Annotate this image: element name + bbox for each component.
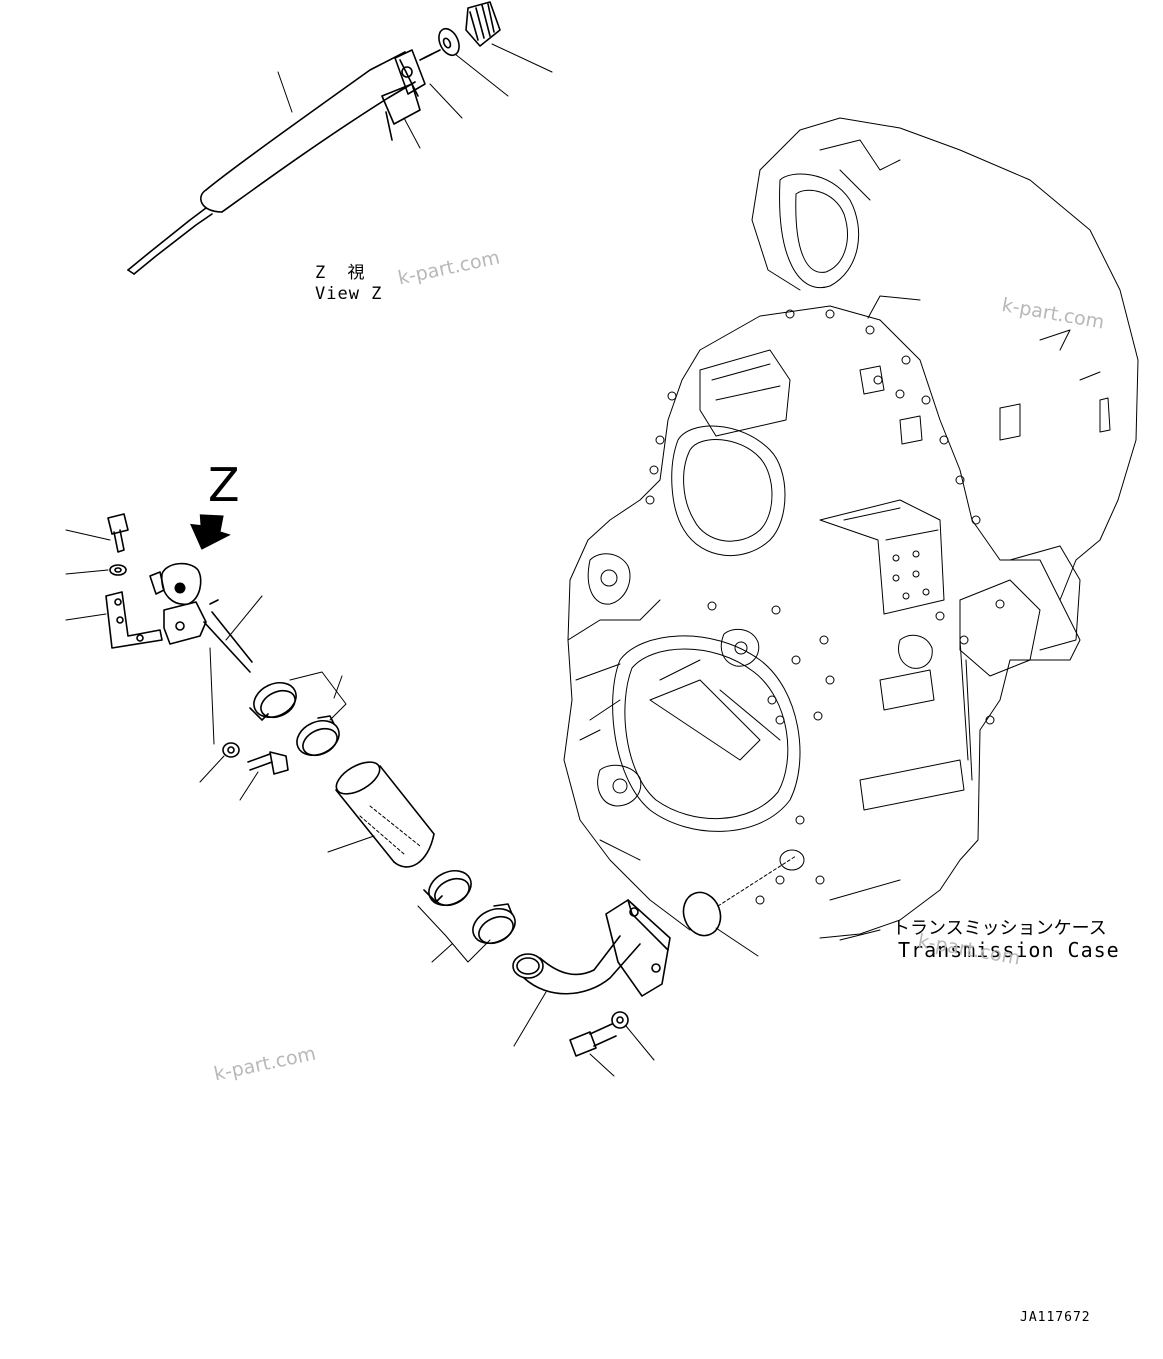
case-label-en: Transmission Case (898, 938, 1120, 962)
view-z-title-en: View Z (315, 284, 383, 304)
view-z-title-jp: Z 視 (315, 263, 366, 283)
arrow-z-label: Z (208, 458, 240, 512)
view-z-arrow (190, 514, 231, 550)
view-z-dipstick-assembly (127, 1, 553, 275)
level-gauge-bracket-assembly (65, 513, 289, 801)
transmission-case (563, 117, 1139, 941)
hose-and-clamps (249, 671, 516, 963)
case-label-jp: トランスミッションケース (892, 918, 1107, 939)
case-bolt-pattern (645, 309, 1005, 905)
drawing-number: JA117672 (1020, 1310, 1091, 1325)
elbow-pipe-and-hardware (512, 855, 797, 1077)
